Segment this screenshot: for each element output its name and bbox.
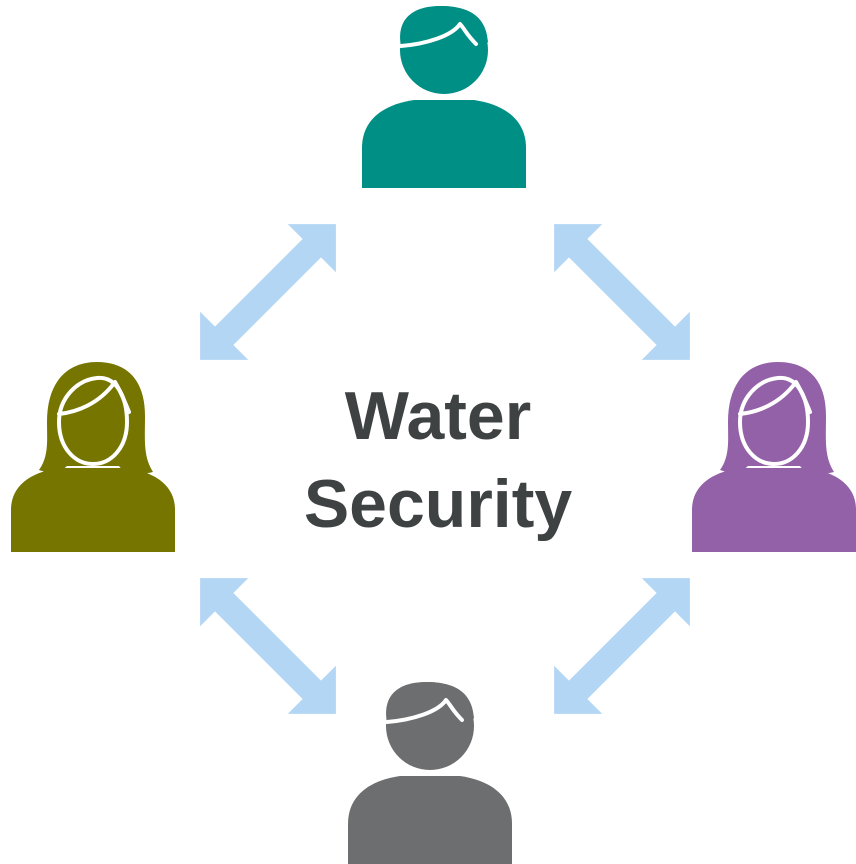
female-person-icon [11, 362, 175, 552]
female-person-icon [692, 362, 856, 552]
male-person-icon [362, 6, 526, 188]
male-person-icon [348, 682, 512, 864]
title-line-1: Water [344, 378, 532, 454]
title-line-2: Security [303, 466, 573, 542]
arrow-bottom-left [200, 578, 336, 714]
arrow-top-right [554, 224, 690, 360]
diagram-title: Water Security [228, 372, 648, 548]
arrow-top-left [200, 224, 336, 360]
arrow-bottom-right [554, 578, 690, 714]
